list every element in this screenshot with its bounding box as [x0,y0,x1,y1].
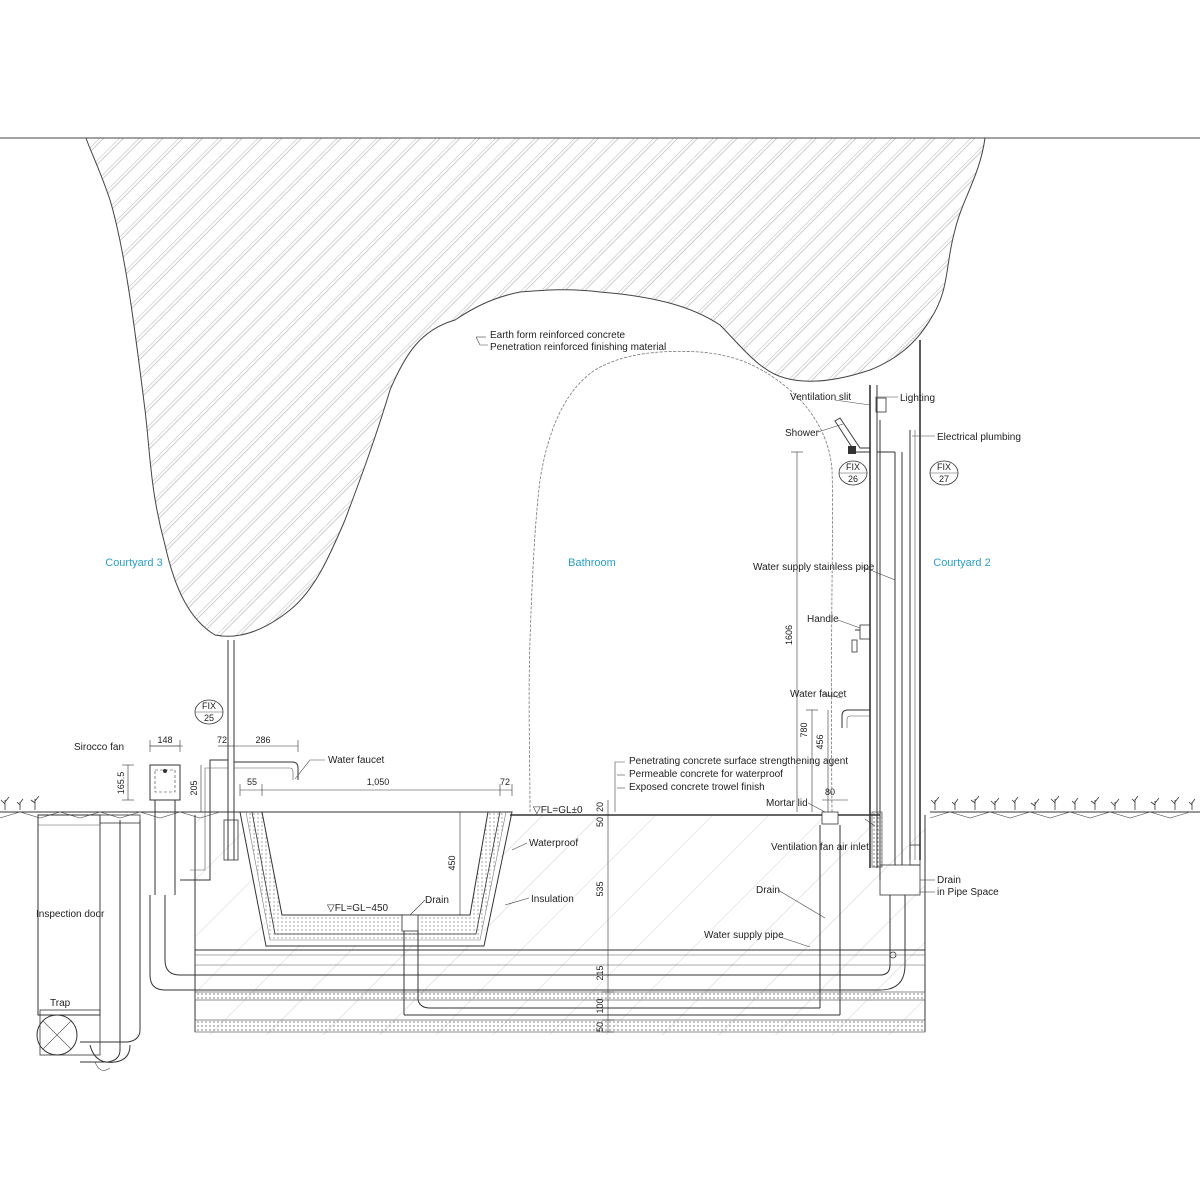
label-mortar-lid: Mortar lid [766,798,808,809]
dim-456: 456 [815,734,825,749]
dimension-lines [122,451,848,1033]
label-exposed-trowel: Exposed concrete trowel finish [629,782,765,793]
label-water-supply-pipe: Water supply pipe [704,930,784,941]
dim-72b: 72 [500,777,510,787]
dim-205: 205 [189,780,199,795]
bathtub [239,811,513,947]
label-water-faucet-left: Water faucet [328,755,385,766]
label-waterproof: Waterproof [529,838,578,849]
dim-100: 100 [595,998,605,1013]
dim-535: 535 [595,881,605,896]
room-label-courtyard-3: Courtyard 3 [105,557,162,569]
label-shower: Shower [785,428,820,439]
sirocco-fan [149,764,181,801]
fix-25-top: FIX [202,701,216,711]
level-fl-gl0: ▽FL=GL±0 [533,805,583,816]
dim-50a: 50 [595,817,605,827]
label-inspection-door: Inspection door [36,909,105,920]
label-drain-pipe-space-2: in Pipe Space [937,887,999,898]
fix-marker-26: FIX 26 [838,460,868,486]
leader-lines [150,336,935,948]
label-electrical-plumbing: Electrical plumbing [937,432,1021,443]
gravel-layer [194,991,926,1001]
label-ventilation-fan-inlet: Ventilation fan air inlet [771,842,869,853]
ground-hatch-right [929,811,1191,819]
left-drain-pipes [80,759,228,1063]
dim-286: 286 [255,735,270,745]
dim-1606: 1606 [784,625,794,645]
label-water-faucet-right: Water faucet [790,689,847,700]
dim-148: 148 [157,735,172,745]
trap-icon [36,1009,131,1071]
label-penetrating-agent: Penetrating concrete surface strengtheni… [629,756,848,767]
label-trap: Trap [50,998,71,1009]
label-permeable-concrete: Permeable concrete for waterproof [629,769,783,780]
water-supply-pipe [149,895,906,991]
label-ventilation-slit: Ventilation slit [790,392,851,403]
room-label-courtyard-2: Courtyard 2 [933,557,990,569]
fix-marker-25: FIX 25 [194,699,224,725]
fix-marker-27: FIX 27 [929,460,959,486]
dim-20: 20 [595,802,605,812]
bathroom-opening-outline [528,350,833,813]
fix-26-top: FIX [846,462,860,472]
dim-72a: 72 [217,735,227,745]
fix-25-num: 25 [204,713,214,723]
dim-780: 780 [799,722,809,737]
fix-26-num: 26 [848,474,858,484]
room-label-bathroom: Bathroom [568,557,616,569]
dim-165-5: 165.5 [116,772,126,795]
mortar-lid [821,811,839,825]
level-fl-gl450: ▽FL=GL−450 [327,903,389,914]
dim-215: 215 [595,965,605,980]
label-water-supply-stainless: Water supply stainless pipe [753,562,875,573]
label-sirocco-fan: Sirocco fan [74,742,124,753]
label-lighting: Lighting [900,393,935,404]
handle-fixture [851,624,871,653]
base-layer [194,1019,926,1033]
inspection-shaft [37,814,141,1016]
fix-27-num: 27 [939,474,949,484]
left-water-faucet [223,640,299,861]
right-water-faucet [841,709,870,728]
label-drain-pipe-space-1: Drain [937,875,961,886]
dim-80: 80 [825,787,835,797]
earth-form-concrete-mass [85,137,986,637]
label-drain-tub: Drain [425,895,449,906]
fix-27-top: FIX [937,462,951,472]
label-penetration-finish: Penetration reinforced finishing materia… [490,342,666,353]
plant-icons [0,795,1196,810]
dim-55: 55 [247,777,257,787]
label-handle: Handle [807,614,839,625]
dim-450: 450 [447,855,457,870]
label-drain-floor: Drain [756,885,780,896]
right-pipe-space [869,340,921,896]
label-earth-form: Earth form reinforced concrete [490,330,625,341]
dim-50b: 50 [595,1022,605,1032]
label-insulation: Insulation [531,894,574,905]
dim-1050: 1,050 [367,777,390,787]
shower-head [834,417,870,454]
